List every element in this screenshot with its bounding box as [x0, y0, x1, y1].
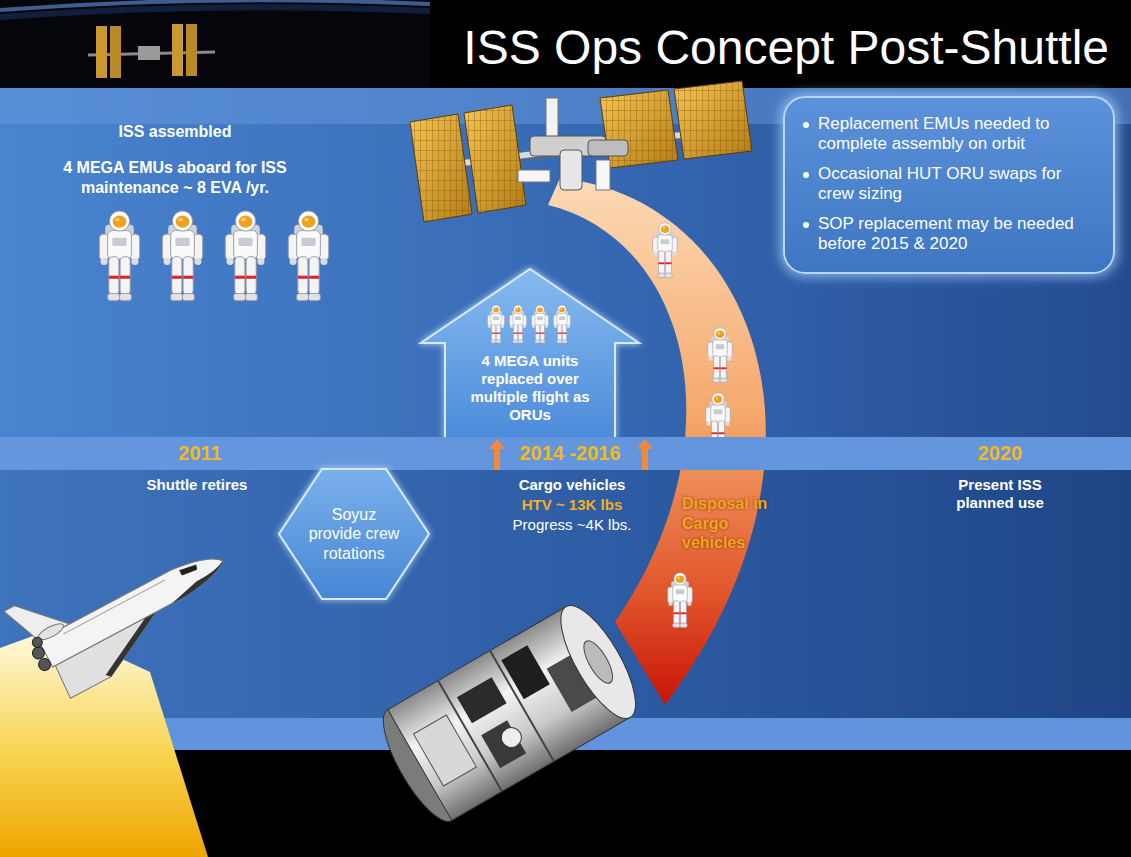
space-shuttle [39, 547, 230, 667]
bullet-dot [803, 172, 809, 178]
orbit-photo [172, 24, 183, 76]
title-slot: ISS Ops Concept Post-Shuttle [463, 20, 1109, 75]
milestone-note: Shuttle retires [117, 476, 277, 494]
iss-illustration [588, 140, 628, 156]
orbit-photo [0, 0, 430, 88]
orbit-photo [138, 46, 160, 60]
milestone-note-slot: Cargo vehicles [487, 476, 657, 494]
iss-illustration [674, 81, 752, 159]
disposed-suit-figures [653, 223, 733, 628]
suit-figure [532, 305, 549, 343]
disposal-note: Disposal in Cargo vehicles [682, 494, 792, 553]
suit-figure [510, 305, 527, 343]
htv-cargo-vehicle [457, 677, 507, 723]
iss-illustration [410, 114, 472, 222]
cargo-capacity: HTV ~ 13K lbs [487, 496, 657, 514]
milestone-note: Cargo vehicles [487, 476, 657, 494]
year-label: 2011 [178, 442, 221, 465]
disposed-suit-figures [653, 223, 678, 278]
arrow-text: 4 MEGA units replaced over multiple flig… [455, 352, 605, 424]
htv-cargo-vehicle [578, 637, 618, 688]
year-label: 2020 [978, 442, 1023, 465]
eva-crew-figures [288, 211, 328, 301]
timeline-band: 2011 2014 -2016 2020 [0, 437, 1131, 470]
year-label: 2014 -2016 [519, 442, 620, 465]
orbit-photo [96, 26, 107, 78]
orbit-photo [110, 26, 121, 78]
orbit-photo [0, 7, 430, 17]
eva-crew-figures [99, 211, 139, 301]
space-shuttle [179, 562, 199, 578]
htv-cargo-vehicle [370, 596, 649, 831]
iss-illustration [560, 150, 582, 190]
iss-illustration [674, 81, 752, 159]
bullet-dot [803, 122, 809, 128]
orbit-photo [186, 24, 197, 76]
milestone-note-slot: Shuttle retires [117, 476, 277, 494]
status-note: 4 MEGA EMUs aboard for ISS maintenance ~… [60, 158, 290, 197]
space-shuttle [63, 580, 165, 634]
htv-cargo-vehicle [413, 715, 476, 786]
arrow-text: Soyuz provide crew rotations [304, 505, 404, 563]
orbit-photo [0, 0, 430, 88]
milestone-note: Present ISS planned use [935, 476, 1065, 513]
disposed-suit-figures [668, 573, 693, 628]
bullet-item: Replacement EMUs needed to complete asse… [803, 114, 1099, 155]
bullet-text: SOP replacement may be needed before 201… [818, 214, 1099, 255]
note-callout: Replacement EMUs needed to complete asse… [783, 96, 1115, 274]
iss-illustration [464, 105, 526, 213]
bullet-dot [803, 222, 809, 228]
band-fill [0, 437, 1131, 470]
iss-illustration [596, 160, 610, 190]
space-shuttle [165, 561, 229, 604]
slide-title: ISS Ops Concept Post-Shuttle [463, 20, 1109, 75]
eva-crew-figures [99, 211, 328, 301]
suit-figure [488, 305, 505, 343]
bullet-item: Occasional HUT ORU swaps for crew sizing [803, 164, 1099, 205]
status-heading-slot: ISS assembled [55, 122, 295, 142]
bullet-text: Occasional HUT ORU swaps for crew sizing [818, 164, 1099, 205]
double-arrow-outline [279, 469, 429, 599]
arrow-outline [421, 269, 639, 439]
year-slot: 2020 [910, 437, 1090, 470]
eva-crew-figures [162, 211, 202, 301]
htv-cargo-vehicle [501, 645, 549, 699]
iss-illustration [410, 114, 472, 222]
bullet-text: Replacement EMUs needed to complete asse… [818, 114, 1099, 155]
bullet-item: SOP replacement may be needed before 201… [803, 214, 1099, 255]
background [0, 470, 1131, 718]
iss-illustration [464, 105, 526, 213]
space-shuttle [36, 656, 52, 672]
soyuz-double-arrow: Soyuz provide crew rotations [278, 468, 430, 600]
disposal-note-slot: Disposal in Cargo vehicles [682, 494, 792, 553]
space-shuttle [31, 636, 45, 650]
year-slot: 2014 -2016 [480, 437, 660, 470]
cargo-capacity-slot: HTV ~ 13K lbs [487, 496, 657, 514]
suit-figure [554, 305, 571, 343]
htv-cargo-vehicle [481, 720, 526, 768]
eva-crew-figures [225, 211, 265, 301]
cargo-capacity-slot: Progress ~4K lbs. [487, 516, 657, 534]
disposed-suit-figures [708, 328, 733, 383]
year-slot: 2011 [110, 437, 290, 470]
iss-illustration [518, 170, 550, 182]
status-heading: ISS assembled [55, 122, 295, 142]
status-note-slot: 4 MEGA EMUs aboard for ISS maintenance ~… [60, 158, 290, 197]
htv-cargo-vehicle [547, 596, 649, 729]
space-shuttle [4, 509, 246, 706]
htv-cargo-vehicle [498, 724, 525, 751]
small-up-arrow [637, 439, 653, 470]
iss-illustration [410, 81, 752, 222]
replacement-arrow: 4 MEGA units replaced over multiple flig… [420, 268, 640, 440]
milestone-note-slot: Present ISS planned use [935, 476, 1065, 513]
small-up-arrow [489, 439, 505, 470]
cargo-capacity: Progress ~4K lbs. [487, 516, 657, 534]
iss-illustration [546, 98, 558, 138]
